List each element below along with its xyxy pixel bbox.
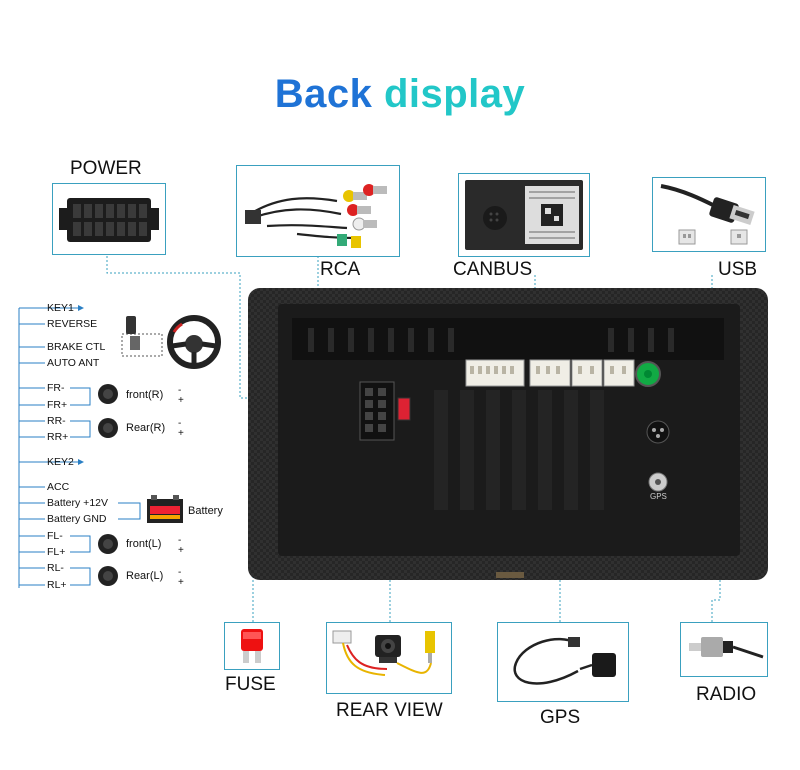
usb-label: USB bbox=[718, 259, 758, 280]
power-plug-icon bbox=[59, 198, 159, 242]
wire-fr-plus: FR+ bbox=[47, 399, 68, 411]
wire-battery-12v: Battery +12V bbox=[47, 497, 108, 509]
wire-key1: KEY1 bbox=[47, 302, 74, 314]
wire-rr-minus: RR- bbox=[47, 415, 66, 427]
wire-acc: ACC bbox=[47, 481, 70, 493]
wire-reverse: REVERSE bbox=[47, 318, 98, 330]
radio-antenna-plug-icon bbox=[689, 637, 764, 659]
speaker-front-right-icon bbox=[98, 384, 118, 404]
wire-battery-gnd: Battery GND bbox=[47, 513, 107, 525]
wire-fr-minus: FR- bbox=[47, 382, 65, 394]
rear-view-label: REAR VIEW bbox=[336, 700, 443, 721]
radio-box bbox=[680, 622, 768, 677]
rca-cable-icon bbox=[245, 184, 387, 248]
wire-rr-plus: RR+ bbox=[47, 431, 69, 443]
speaker-rear-left-icon bbox=[98, 566, 118, 586]
rca-label: RCA bbox=[320, 259, 361, 280]
battery-label: Battery bbox=[188, 505, 223, 517]
title-word-display: display bbox=[383, 72, 526, 116]
brake-and-steering-icon bbox=[121, 315, 221, 369]
polarity-sign: -+ bbox=[178, 567, 184, 588]
gps-antenna-icon bbox=[513, 637, 616, 685]
head-unit-back-panel bbox=[248, 288, 768, 580]
canbus-connector-box bbox=[458, 173, 590, 257]
radio-label: RADIO bbox=[696, 684, 757, 705]
wire-key2: KEY2 bbox=[47, 456, 74, 468]
speaker-rear-right-icon bbox=[98, 418, 118, 438]
battery-icon bbox=[147, 495, 183, 523]
speaker-front-left-icon bbox=[98, 534, 118, 554]
gps-label: GPS bbox=[540, 707, 581, 728]
rear-view-box bbox=[326, 622, 452, 694]
power-label: POWER bbox=[70, 158, 142, 179]
wire-auto-ant: AUTO ANT bbox=[47, 357, 100, 369]
wire-rl-minus: RL- bbox=[47, 562, 64, 574]
speaker-rear-left-label: Rear(L) bbox=[126, 570, 164, 582]
polarity-sign: -+ bbox=[178, 385, 184, 406]
wire-brake-ctl: BRAKE CTL bbox=[47, 341, 106, 353]
speaker-rear-right-label: Rear(R) bbox=[126, 422, 166, 434]
power-connector-box bbox=[52, 183, 166, 255]
title-word-back: Back bbox=[274, 72, 373, 116]
wire-rl-plus: RL+ bbox=[47, 579, 67, 591]
canbus-label: CANBUS bbox=[453, 259, 533, 280]
fuse-icon bbox=[241, 629, 263, 663]
panel-gps-port-label: GPS bbox=[650, 492, 667, 501]
gps-box bbox=[497, 622, 629, 702]
canbus-module-icon bbox=[465, 180, 583, 250]
speaker-front-left-label: front(L) bbox=[126, 538, 162, 550]
polarity-sign: -+ bbox=[178, 418, 184, 439]
wire-fl-minus: FL- bbox=[47, 530, 63, 542]
polarity-sign: -+ bbox=[178, 535, 184, 556]
usb-cable-icon bbox=[660, 184, 755, 245]
rear-camera-icon bbox=[332, 630, 435, 676]
rca-connector-box bbox=[236, 165, 400, 257]
speaker-front-right-label: front(R) bbox=[126, 389, 164, 401]
page-title: Back display bbox=[0, 72, 800, 117]
fuse-box bbox=[224, 622, 280, 670]
fuse-label: FUSE bbox=[225, 674, 276, 695]
usb-connector-box bbox=[652, 177, 766, 252]
wire-fl-plus: FL+ bbox=[47, 546, 66, 558]
